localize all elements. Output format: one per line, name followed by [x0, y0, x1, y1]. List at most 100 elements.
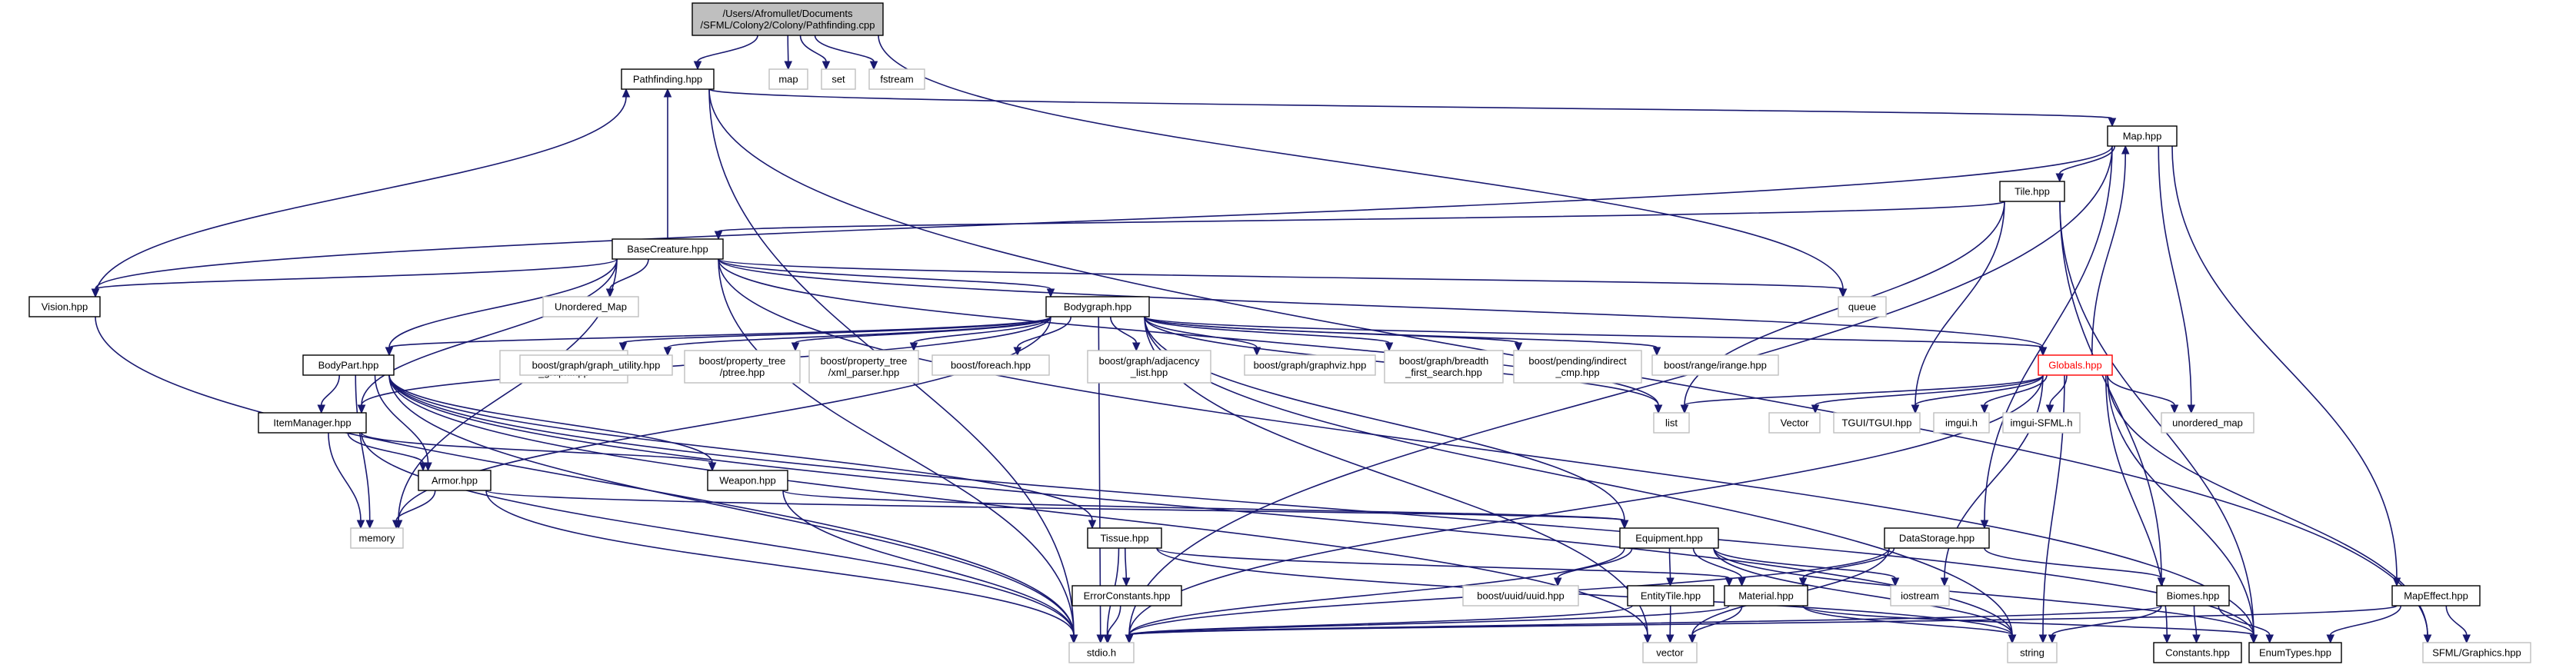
edge-arrowhead — [418, 462, 428, 472]
node-globals[interactable]: Globals.hpp — [2038, 354, 2113, 376]
node-label: Constants.hpp — [2165, 647, 2230, 659]
node-box — [1045, 296, 1150, 317]
node-weapon[interactable]: Weapon.hpp — [707, 470, 788, 491]
node-label: boost/graph/adjacency — [1099, 355, 1200, 367]
node-maphpp[interactable]: Map.hpp — [2107, 125, 2178, 147]
edge-vision-to-pathfinding — [95, 96, 627, 297]
node-box — [350, 527, 404, 549]
edge-equipment-to-entitytile — [1668, 547, 1671, 579]
node-root[interactable]: /Users/Afromullet/Documents/SFML/Colony2… — [691, 2, 884, 36]
node-equipment[interactable]: Equipment.hpp — [1619, 527, 1719, 549]
node-enumtypes[interactable]: EnumTypes.hpp — [2248, 642, 2342, 663]
node-label: Pathfinding.hpp — [633, 74, 702, 85]
node-box — [2038, 354, 2113, 376]
node-label: queue — [1848, 301, 1876, 313]
edge-maphpp-to-unordered-map — [2158, 145, 2192, 406]
node-bg-adjacency: boost/graph/adjacency_list.hpp — [1087, 350, 1211, 384]
edge-arrowhead — [2121, 145, 2130, 155]
node-bg-bfs: boost/graph/breadth_first_search.hpp — [1384, 350, 1504, 384]
edge-equipment-to-boost-uuid — [1557, 547, 1633, 579]
edge-arrowhead — [2423, 634, 2432, 644]
edge-arrowhead — [714, 231, 723, 241]
edge-arrowhead — [424, 462, 432, 472]
edge-vision-to-stdio — [95, 316, 1075, 636]
edge-root-to-pathfinding — [697, 35, 758, 62]
node-layer: /Users/Afromullet/Documents/SFML/Colony2… — [28, 2, 2531, 663]
node-box — [1642, 642, 1698, 663]
node-label: boost/range/irange.hpp — [1664, 360, 1767, 371]
node-constants[interactable]: Constants.hpp — [2153, 642, 2242, 663]
node-label: boost/property_tree — [821, 355, 908, 367]
node-bp-indirect: boost/pending/indirect_cmp.hpp — [1513, 350, 1642, 384]
edge-arrowhead — [1665, 634, 1675, 644]
edge-arrowhead — [1385, 342, 1394, 352]
edge-basecreature-to-stdio — [718, 258, 1075, 636]
node-box — [1833, 412, 1921, 434]
node-errorconstants[interactable]: ErrorConstants.hpp — [1071, 585, 1182, 607]
node-label: Biomes.hpp — [2167, 590, 2220, 602]
edge-globals-to-enumtypes — [2107, 374, 2254, 636]
edge-arrowhead — [1125, 634, 1134, 644]
edge-bodygraph-to-bp-ptree — [795, 316, 1051, 344]
node-box — [1087, 527, 1162, 549]
node-itemmanager[interactable]: ItemManager.hpp — [258, 412, 367, 434]
edge-entitytile-to-vector — [1669, 605, 1671, 636]
node-mapeffect[interactable]: MapEffect.hpp — [2391, 585, 2481, 607]
edge-arrowhead — [2157, 577, 2166, 587]
node-datastorage[interactable]: DataStorage.hpp — [1884, 527, 1990, 549]
node-map-std: map — [768, 68, 808, 90]
edge-tissue-to-errorconstants — [1124, 547, 1128, 579]
edge-maphpp-to-datastorage — [1984, 145, 2113, 521]
node-label: boost/graph/breadth — [1399, 355, 1488, 367]
node-label: EntityTile.hpp — [1641, 590, 1701, 602]
node-biomes[interactable]: Biomes.hpp — [2156, 585, 2230, 607]
node-basecreature[interactable]: BaseCreature.hpp — [612, 238, 724, 260]
edge-arrowhead — [2462, 634, 2471, 644]
edge-arrowhead — [791, 342, 800, 352]
node-imgui-sfml: imgui-SFML.h — [2002, 412, 2081, 434]
node-label: Bodygraph.hpp — [1064, 301, 1131, 313]
node-label: stdio.h — [1087, 647, 1116, 659]
node-tile[interactable]: Tile.hpp — [1999, 181, 2065, 202]
node-label: /SFML/Colony2/Colony/Pathfinding.cpp — [701, 19, 875, 31]
edge-arrowhead — [1121, 577, 1131, 587]
edge-arrowhead — [2008, 634, 2017, 644]
edge-root-to-queue — [878, 35, 1844, 290]
node-unordered-map-cap: Unordered_Map — [542, 296, 639, 317]
edge-equipment-to-stdio — [1128, 547, 1625, 636]
node-entitytile[interactable]: EntityTile.hpp — [1627, 585, 1715, 607]
edge-arrowhead — [2265, 634, 2274, 644]
node-bg-graphviz: boost/graph/graphviz.hpp — [1244, 354, 1376, 376]
node-box — [1999, 181, 2065, 202]
node-box — [1619, 527, 1719, 549]
node-tissue[interactable]: Tissue.hpp — [1087, 527, 1162, 549]
node-box — [768, 68, 808, 90]
edge-arrowhead — [2108, 118, 2117, 128]
node-pathfinding[interactable]: Pathfinding.hpp — [621, 68, 715, 90]
edge-globals-to-imgui — [1984, 374, 2048, 406]
edge-datastorage-to-biomes — [1984, 547, 2162, 579]
node-box — [612, 238, 724, 260]
edge-arrowhead — [2326, 634, 2335, 644]
node-material[interactable]: Material.hpp — [1724, 585, 1808, 607]
edge-bodypart-to-stdio — [388, 374, 1075, 636]
edge-arrowhead — [1911, 404, 1920, 414]
edge-maphpp-to-vision — [95, 145, 2113, 290]
node-armor[interactable]: Armor.hpp — [418, 470, 492, 491]
node-vision[interactable]: Vision.hpp — [28, 296, 101, 317]
node-memory: memory — [350, 527, 404, 549]
node-box — [2156, 585, 2230, 607]
node-bodypart[interactable]: BodyPart.hpp — [302, 354, 395, 376]
edge-arrowhead — [317, 404, 326, 414]
edge-layer — [91, 35, 2471, 644]
edge-equipment-to-iostream — [1713, 547, 1896, 579]
node-iostream: iostream — [1890, 585, 1950, 607]
edge-tile-to-enumtypes — [2059, 201, 2254, 636]
edge-arrowhead — [784, 61, 793, 71]
edge-errorconstants-to-stdio — [1107, 605, 1121, 636]
edge-arrowhead — [1891, 577, 1900, 587]
edge-bodygraph-to-bp-xml — [913, 316, 1051, 344]
node-bodygraph[interactable]: Bodygraph.hpp — [1045, 296, 1150, 317]
edge-arrowhead — [365, 520, 375, 530]
node-label: memory — [359, 533, 395, 544]
